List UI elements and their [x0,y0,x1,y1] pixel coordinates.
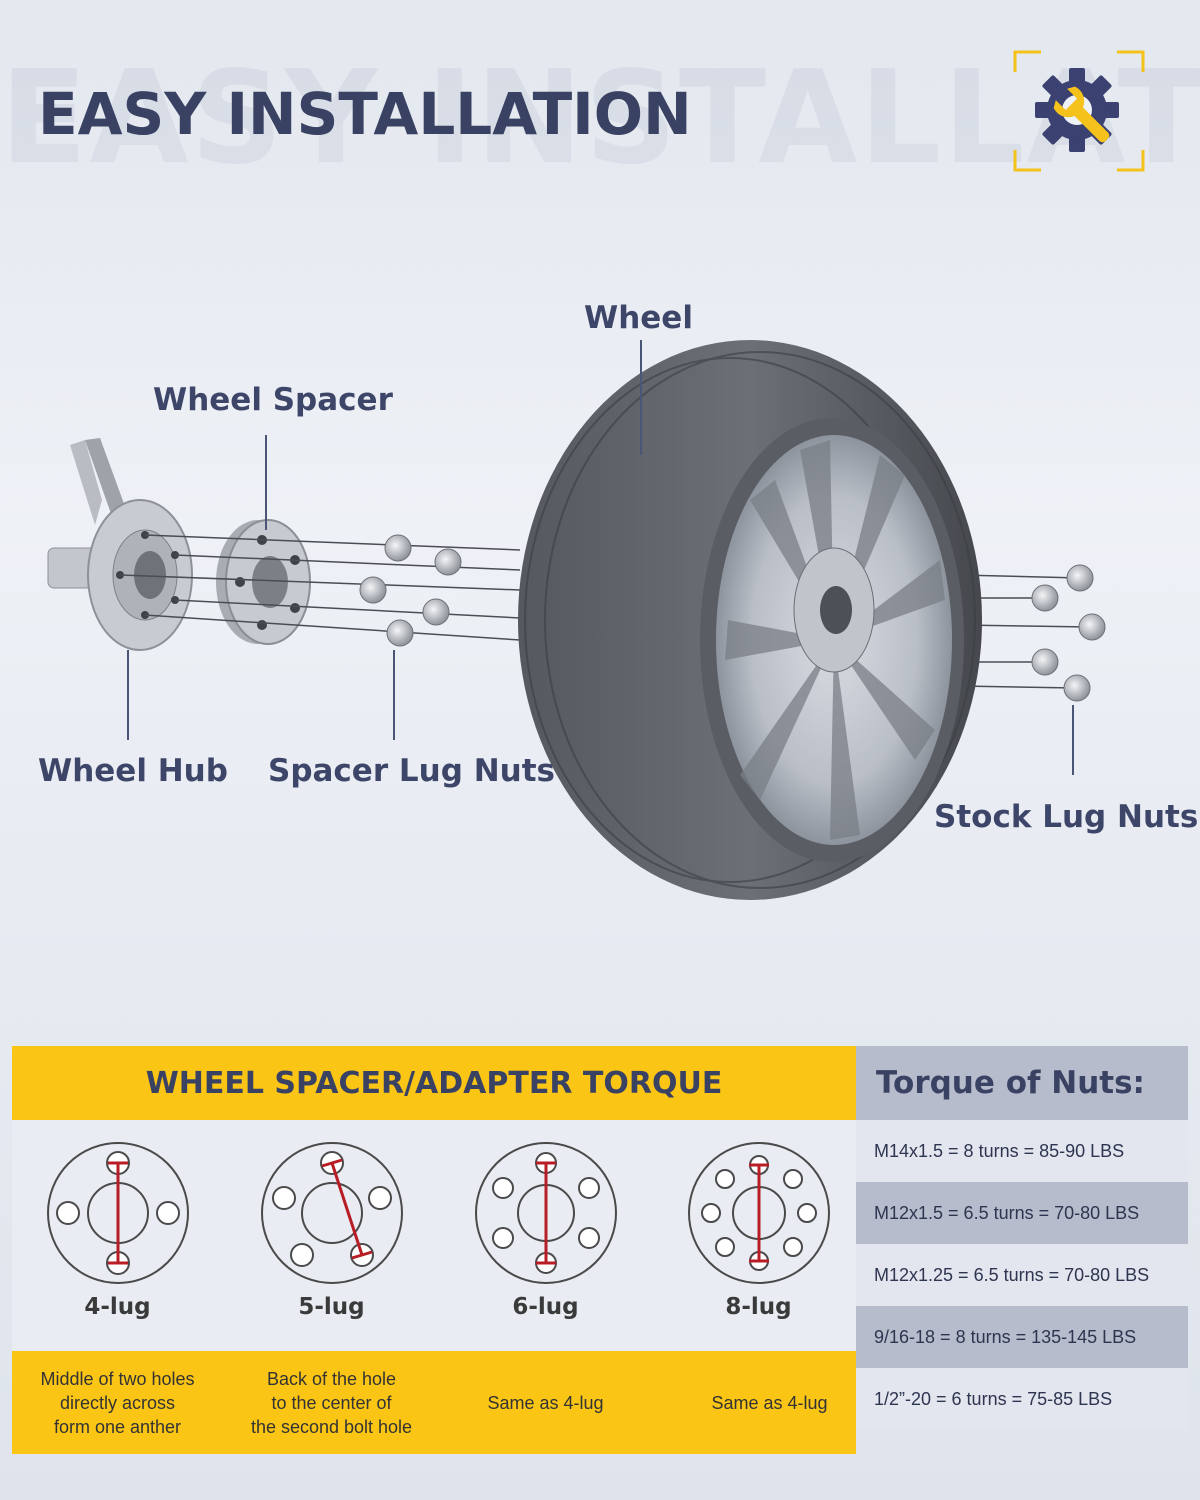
nut-torque-row: M12x1.5 = 6.5 turns = 70-80 LBS [856,1182,1188,1244]
lug-desc-6: Same as 4-lug [440,1351,651,1454]
spacer-lug-nuts-graphic [359,534,462,647]
lug-pattern-5 [226,1120,437,1294]
lug-desc-5-line-1: Back of the hole [266,1368,397,1389]
lug-desc-8-line-1: Same as 4-lug [711,1392,828,1413]
lug-pattern-panel: 4-lug 5-lug [12,1120,856,1351]
lug-desc-4: Middle of two holes directly across form… [12,1351,223,1454]
eight-lug-diagram [688,1142,830,1284]
lug-desc-4-line-3: form one anther [53,1416,182,1437]
lug-pattern-4 [12,1120,223,1294]
page-title: EASY INSTALLATION [38,80,692,148]
wheel-graphic [518,340,982,900]
nut-torque-heading: Torque of Nuts: [856,1046,1188,1120]
lug-desc-4-line-2: directly across [59,1392,176,1413]
nut-torque-row: M12x1.25 = 6.5 turns = 70-80 LBS [856,1244,1188,1306]
stock-lug-nuts-label: Stock Lug Nuts [934,799,1199,835]
lug-name-4: 4-lug [84,1294,151,1320]
five-lug-diagram [261,1142,403,1284]
torque-heading: WHEEL SPACER/ADAPTER TORQUE [12,1046,856,1120]
lug-desc-8: Same as 4-lug [664,1351,875,1454]
nut-torque-list: M14x1.5 = 8 turns = 85-90 LBS M12x1.5 = … [856,1120,1188,1430]
nut-torque-row: 9/16-18 = 8 turns = 135-145 LBS [856,1306,1188,1368]
lug-desc-5: Back of the hole to the center of the se… [226,1351,437,1454]
wheel-label: Wheel [584,300,693,336]
lug-name-6: 6-lug [512,1294,579,1320]
stock-lug-nuts-graphic [1031,564,1106,702]
spacer-lug-nuts-label: Spacer Lug Nuts [268,753,556,789]
gear-wrench-icon [1013,50,1145,172]
lug-desc-5-line-2: to the center of [271,1392,392,1413]
wheel-hub-label: Wheel Hub [38,753,228,789]
wheel-spacer-label: Wheel Spacer [153,382,393,418]
lug-desc-6-line-1: Same as 4-lug [487,1392,604,1413]
nut-torque-row: M14x1.5 = 8 turns = 85-90 LBS [856,1120,1188,1182]
torque-section: WHEEL SPACER/ADAPTER TORQUE Torque of Nu… [12,1046,1188,1490]
lug-name-5: 5-lug [298,1294,365,1320]
lug-desc-5-line-3: the second bolt hole [250,1416,413,1437]
lug-description-row: Middle of two holes directly across form… [12,1351,856,1454]
wheel-spacer-graphic [216,519,311,645]
six-lug-diagram [475,1142,617,1284]
lug-desc-4-line-1: Middle of two holes [40,1368,195,1389]
wheel-hub-graphic [47,438,193,651]
lug-name-8: 8-lug [725,1294,792,1320]
lug-pattern-8 [653,1120,864,1294]
installation-diagram [47,340,1106,900]
four-lug-diagram [47,1142,189,1284]
title-watermark: EASY INSTALLATION [0,44,1200,193]
lug-pattern-6 [440,1120,651,1294]
nut-torque-row: 1/2”-20 = 6 turns = 75-85 LBS [856,1368,1188,1430]
